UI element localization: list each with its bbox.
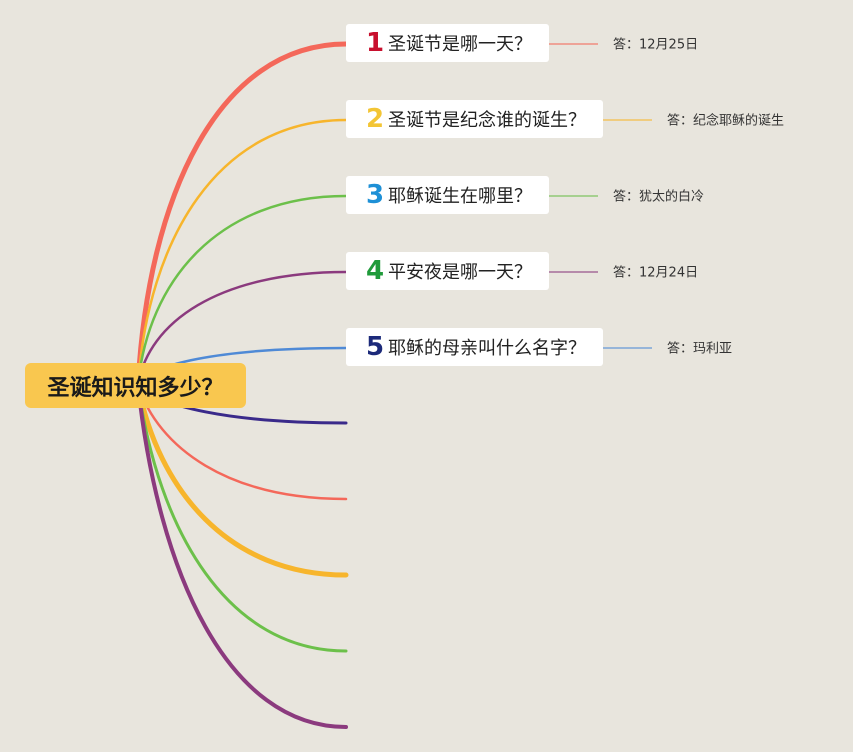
question-text-3: 耶稣诞生在哪里？ [388, 186, 532, 207]
question-number-5: 5 [366, 332, 385, 362]
question-box-2[interactable]: 2 圣诞节是纪念谁的诞生？ [346, 100, 603, 138]
question-box-1[interactable]: 1 圣诞节是哪一天？ [346, 24, 549, 62]
answer-2[interactable]: 答：纪念耶稣的诞生 [667, 113, 785, 129]
question-text-2: 圣诞节是纪念谁的诞生？ [388, 110, 586, 131]
question-box-3[interactable]: 3 耶稣诞生在哪里？ [346, 176, 549, 214]
empty-branch-line-2 [136, 383, 348, 501]
question-box-5[interactable]: 5 耶稣的母亲叫什么名字？ [346, 328, 603, 366]
answer-1[interactable]: 答：12月25日 [613, 37, 699, 53]
question-number-3: 3 [366, 180, 385, 210]
branch-line-3 [136, 194, 348, 387]
empty-branch-line-5 [136, 383, 348, 729]
question-number-4: 4 [366, 256, 385, 286]
question-box-4[interactable]: 4 平安夜是哪一天？ [346, 252, 549, 290]
empty-branch-line-3 [135, 382, 349, 578]
answer-3[interactable]: 答：犹太的白冷 [613, 189, 705, 205]
question-text-1: 圣诞节是哪一天？ [388, 34, 532, 55]
branch-line-2 [136, 118, 348, 387]
root-topic-label: 圣诞知识知多少？ [47, 375, 224, 401]
answer-5[interactable]: 答：玛利亚 [667, 341, 733, 357]
root-topic[interactable]: 圣诞知识知多少？ [25, 363, 246, 408]
empty-branch-line-4 [136, 383, 348, 653]
branch-line-1 [135, 41, 349, 388]
answer-4[interactable]: 答：12月24日 [613, 265, 699, 281]
question-text-5: 耶稣的母亲叫什么名字？ [388, 338, 586, 359]
branch-line-4 [136, 270, 348, 387]
question-number-1: 1 [366, 28, 385, 58]
question-text-4: 平安夜是哪一天？ [388, 262, 532, 283]
question-number-2: 2 [366, 104, 385, 134]
